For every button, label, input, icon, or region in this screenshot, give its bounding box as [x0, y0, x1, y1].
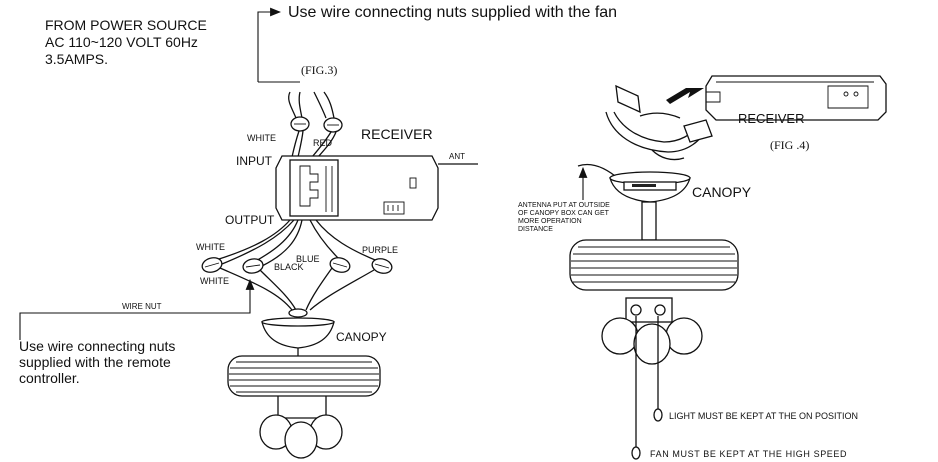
antenna-note-line3: MORE OPERATION	[518, 218, 582, 225]
remote-note-line2: supplied with the remote	[19, 354, 171, 370]
wire-nut-input-white	[290, 116, 310, 132]
fig4-caption: (FIG .4)	[770, 138, 809, 152]
downrod-fig4	[641, 201, 657, 241]
antenna-note-line2: OF CANOPY BOX CAN GET	[518, 210, 610, 217]
fig3-caption: (FIG.3)	[301, 63, 337, 77]
power-source-line1: FROM POWER SOURCE	[45, 17, 207, 33]
canopy-fig4	[609, 171, 691, 203]
canopy-fig3	[261, 321, 335, 349]
switch-housing-fig3	[277, 396, 327, 419]
wire-nut-output-blue	[329, 257, 351, 273]
pull-chain-light-fob[interactable]	[653, 408, 663, 422]
fan-note: FAN MUST BE KEPT AT THE HIGH SPEED	[650, 449, 847, 459]
label-wire-nut: WIRE NUT	[122, 302, 162, 311]
wire-nut-output-purple	[371, 258, 393, 274]
incoming-wire-white	[288, 91, 297, 119]
fig3-diagram: FROM POWER SOURCE AC 110~120 VOLT 60Hz 3…	[19, 4, 617, 459]
power-source-line3: 3.5AMPS.	[45, 51, 108, 67]
incoming-wire-red	[313, 91, 327, 119]
incoming-wire-white-2	[298, 91, 303, 119]
light-kit-fig3	[259, 414, 343, 459]
pull-chain-fan-fob[interactable]	[631, 446, 641, 460]
label-canopy-fig3: CANOPY	[336, 330, 387, 344]
label-red: RED	[313, 138, 333, 148]
install-arrow	[666, 88, 704, 104]
switch-housing-fig4	[625, 297, 673, 323]
light-note: LIGHT MUST BE KEPT AT THE ON POSITION	[669, 411, 858, 421]
mounting-bracket-fig4	[605, 84, 713, 161]
wire-nut-output-white	[201, 257, 223, 273]
light-kit-fig4	[601, 317, 703, 365]
canopy-collar-fig3	[288, 308, 308, 318]
label-black: BLACK	[274, 262, 304, 272]
remote-note-line1: Use wire connecting nuts	[19, 338, 175, 354]
label-blue: BLUE	[296, 254, 320, 264]
top-note-text: Use wire connecting nuts supplied with t…	[288, 4, 617, 21]
wire-nut-input-red	[323, 117, 343, 133]
label-canopy-fig4: CANOPY	[692, 184, 752, 200]
label-receiver-fig4: RECEIVER	[738, 111, 804, 126]
wire-nut-output-black	[242, 258, 264, 274]
fan-motor-fig3	[227, 355, 381, 397]
power-source-line2: AC 110~120 VOLT 60Hz	[45, 34, 198, 50]
wire-nut-leader	[19, 278, 255, 340]
label-ant: ANT	[449, 152, 465, 161]
fan-motor-fig4	[569, 239, 739, 291]
fig4-diagram: RECEIVER (FIG .4) ANTENNA PUT AT OUTSIDE…	[518, 75, 887, 460]
receiver-box-fig3	[275, 155, 439, 221]
label-white-left-lower: WHITE	[200, 276, 229, 286]
receiver-box-fig4	[705, 75, 887, 121]
label-input: INPUT	[236, 154, 273, 168]
top-note-leader	[257, 7, 282, 82]
label-receiver-fig3: RECEIVER	[361, 126, 433, 142]
antenna-note-line4: DISTANCE	[518, 226, 553, 233]
label-white-top: WHITE	[247, 133, 276, 143]
label-purple: PURPLE	[362, 245, 398, 255]
remote-note-line3: controller.	[19, 370, 80, 386]
label-white-left-upper: WHITE	[196, 242, 225, 252]
label-output: OUTPUT	[225, 213, 275, 227]
antenna-note-line1: ANTENNA PUT AT OUTSIDE	[518, 202, 610, 209]
incoming-wire-red-2	[323, 91, 335, 119]
